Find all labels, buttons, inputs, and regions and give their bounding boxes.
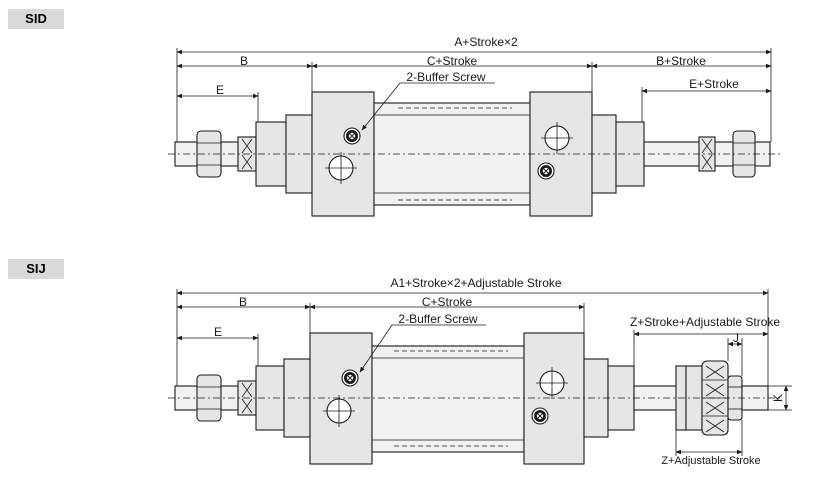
sij-dim-b: B (239, 295, 247, 309)
sij-dim-z-adj: Z+Stroke+Adjustable Stroke (630, 315, 780, 329)
sid-drawing: A+Stroke×2 B C+Stroke B+Stroke E E+Strok… (168, 35, 782, 217)
sij-buffer-screw-left (341, 369, 359, 387)
sij-dim-z-adj-bottom: Z+Adjustable Stroke (661, 455, 760, 467)
sid-buffer-screw-right (537, 162, 555, 180)
sid-dim-e: E (216, 83, 224, 97)
sid-dim-e-stroke: E+Stroke (689, 77, 739, 91)
sij-buffer-screw-right (531, 407, 549, 425)
sij-dim-k: K (771, 394, 785, 402)
sij-left-end-cover (309, 332, 373, 465)
sid-dim-b-stroke: B+Stroke (656, 54, 706, 68)
section-tag-sij: SIJ (8, 259, 64, 279)
sid-dim-b: B (240, 54, 248, 68)
sij-dim-j: J (733, 331, 739, 345)
sij-dim-c: C+Stroke (422, 295, 473, 309)
section-tag-sid: SID (8, 9, 64, 29)
sid-buffer-screw-left (343, 127, 361, 145)
sij-buffer-label: 2-Buffer Screw (398, 312, 477, 326)
sij-dim-overall: A1+Stroke×2+Adjustable Stroke (390, 276, 561, 290)
sij-right-rod (633, 385, 679, 411)
sid-dim-overall: A+Stroke×2 (454, 35, 518, 49)
sid-buffer-label: 2-Buffer Screw (406, 70, 485, 84)
sid-dim-c: C+Stroke (427, 54, 478, 68)
sij-drawing: A1+Stroke×2+Adjustable Stroke B C+Stroke… (168, 276, 792, 467)
sij-dim-e: E (214, 325, 222, 339)
sij-right-end-cover (523, 332, 585, 465)
sij-tube (371, 345, 525, 453)
